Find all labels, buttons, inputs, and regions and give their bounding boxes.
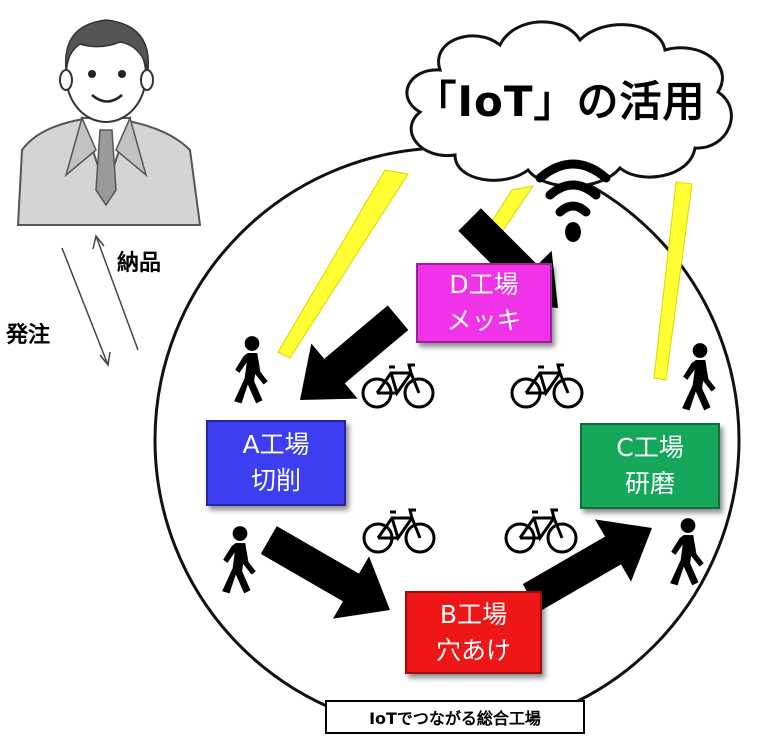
flow-arrow-b-to-c — [522, 519, 652, 612]
bicycle-icon — [510, 363, 584, 409]
customer-arrows — [61, 234, 139, 367]
factory-b-process: 穴あけ — [435, 635, 511, 665]
flow-arrow-a-to-b — [260, 526, 390, 619]
factory-b-name: B工場 — [439, 599, 508, 629]
factory-a-name: A工場 — [242, 430, 310, 459]
factory-a-process: 切削 — [250, 466, 301, 495]
cloud — [405, 20, 733, 188]
delivery-label: 納品 — [117, 251, 162, 276]
bicycles — [361, 363, 584, 554]
signal-beam-a — [277, 169, 409, 359]
delivery-arrow — [95, 235, 139, 351]
order-label: 発注 — [6, 323, 51, 348]
walking-person-icon — [234, 336, 268, 404]
businessman-icon — [16, 19, 202, 226]
order-arrow-head — [99, 351, 111, 367]
factory-b-box: B工場 穴あけ — [405, 591, 542, 674]
walking-person-icon — [682, 343, 716, 411]
order-arrow — [61, 247, 109, 366]
bicycle-icon — [361, 363, 435, 409]
flow-arrows — [260, 208, 652, 619]
flow-arrow-d-to-a — [300, 305, 409, 400]
factory-a-box: A工場 切削 — [206, 420, 346, 506]
factory-c-process: 研磨 — [624, 469, 675, 498]
delivery-arrow-head — [92, 234, 105, 250]
factory-c-box: C工場 研磨 — [580, 423, 720, 509]
walking-person-icon — [222, 526, 256, 594]
factory-d-name: D工場 — [449, 270, 519, 299]
factory-d-box: D工場 メッキ — [416, 263, 552, 343]
factory-c-name: C工場 — [616, 433, 684, 462]
bicycle-icon — [504, 508, 578, 554]
cloud-title: 「IoT」の活用 — [414, 77, 706, 126]
factory-d-process: メッキ — [446, 306, 522, 335]
walking-person-icon — [670, 518, 704, 586]
signal-beam-c — [653, 181, 693, 381]
bicycle-icon — [362, 508, 436, 554]
wifi-icon — [535, 159, 611, 242]
diagram-caption: IoTでつながる総合工場 — [325, 700, 585, 734]
